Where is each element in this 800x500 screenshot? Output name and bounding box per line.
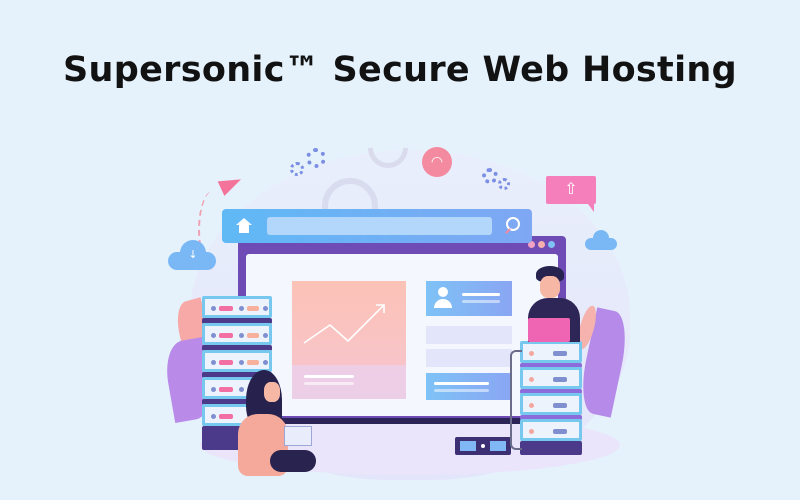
gear-icon: [290, 162, 304, 176]
action-card: [426, 373, 512, 400]
search-icon: [506, 217, 520, 231]
network-switch: [455, 437, 511, 455]
cable: [510, 350, 522, 450]
content-row-2: [426, 349, 512, 367]
laptop-white: [284, 426, 312, 446]
dashboard-screen: [246, 254, 558, 416]
address-bar: [267, 217, 492, 235]
gear-icon: [306, 148, 326, 168]
download-cloud-top: ↓: [180, 240, 206, 266]
laptop-pink: [528, 318, 570, 342]
trend-up-icon: [303, 304, 385, 344]
monitor-stand: [238, 418, 558, 424]
window-dots: [528, 241, 558, 249]
growth-chart-card: [292, 281, 406, 399]
chart-footer: [292, 365, 406, 399]
page-title: Supersonic™ Secure Web Hosting: [63, 50, 737, 90]
search-icon-handle: [505, 228, 511, 234]
profile-card: [426, 281, 512, 316]
browser-bar: [222, 209, 532, 243]
home-icon-base: [239, 225, 249, 233]
monitor: [238, 236, 566, 424]
gear-icon: [482, 168, 498, 184]
man-face: [540, 276, 560, 298]
content-row-1: [426, 326, 512, 344]
upload-icon: ⇧: [546, 176, 596, 204]
wifi-icon: ◠: [422, 147, 452, 177]
dashed-path: [198, 190, 230, 270]
user-icon: [438, 287, 448, 297]
woman-legs: [270, 450, 316, 472]
cloud-icon-top: [593, 230, 609, 246]
home-icon: [236, 218, 252, 225]
gear-icon: [498, 178, 510, 190]
bubble-tail: [588, 204, 594, 212]
user-icon-body: [434, 299, 452, 308]
woman-face: [264, 382, 280, 402]
